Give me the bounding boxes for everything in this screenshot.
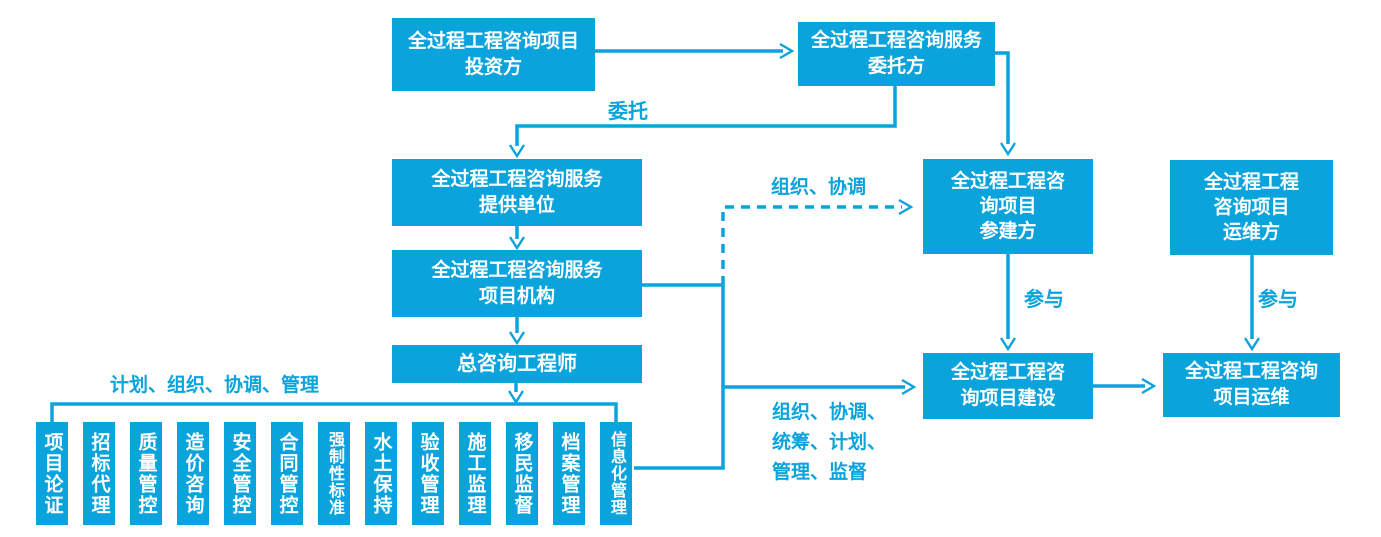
box-project-investor: 全过程工程咨询项目 投资方 xyxy=(392,18,595,91)
task-box: 移民监督 xyxy=(506,422,538,525)
task-box: 质量管控 xyxy=(130,422,162,525)
label-participate-right: 参与 xyxy=(1258,289,1298,311)
box-project-participants: 全过程工程咨 询项目 参建方 xyxy=(923,159,1093,254)
label-participate-left: 参与 xyxy=(1024,289,1064,311)
task-box: 招标代理 xyxy=(83,422,115,525)
arrowhead-provider-to-agency xyxy=(508,236,526,251)
dashed-arrow-to-participants xyxy=(721,205,902,285)
arrowhead-chief-to-bracket xyxy=(507,390,525,405)
task-box: 合同管控 xyxy=(271,422,303,525)
box-service-provider: 全过程工程咨询服务 提供单位 xyxy=(392,159,642,226)
arrowhead-maintainer-to-operation xyxy=(1243,337,1261,352)
arrowhead-client-to-provider xyxy=(508,144,526,159)
task-box: 造价咨询 xyxy=(177,422,209,525)
task-box: 强制性标准 xyxy=(318,422,350,525)
box-chief-consulting-engineer: 总咨询工程师 xyxy=(392,345,642,383)
task-box: 水土保持 xyxy=(365,422,397,525)
task-box: 验收管理 xyxy=(412,422,444,525)
label-entrust: 委托 xyxy=(608,101,648,123)
arrowhead-dashed-to-participants xyxy=(898,198,914,216)
box-project-agency: 全过程工程咨询服务 项目机构 xyxy=(392,250,642,317)
task-box: 安全管控 xyxy=(224,422,256,525)
label-organize-six-duties: 组织、协调、 统筹、计划、 管理、监督 xyxy=(772,402,887,483)
box-project-construction: 全过程工程咨 询项目建设 xyxy=(923,353,1093,419)
arrowhead-junction-to-construction xyxy=(901,378,917,396)
box-project-operation: 全过程工程咨询 项目运维 xyxy=(1163,353,1340,417)
line-agency-tasks-junction xyxy=(634,283,725,470)
task-box: 项目论证 xyxy=(36,422,68,525)
task-box: 档案管理 xyxy=(553,422,585,525)
arrowhead-participants-to-construction xyxy=(999,337,1017,352)
box-service-client: 全过程工程咨询服务 委托方 xyxy=(798,22,995,86)
line-client-to-provider xyxy=(515,86,897,146)
arrowhead-agency-to-chief xyxy=(508,331,526,346)
arrowhead-investor-to-client xyxy=(779,42,795,60)
task-box: 施工监理 xyxy=(459,422,491,525)
task-box: 信息化管理 xyxy=(600,422,632,525)
arrowhead-construction-to-operation xyxy=(1141,377,1157,395)
box-project-maintainer: 全过程工程 咨询项目 运维方 xyxy=(1170,160,1333,255)
label-organize-coordinate: 组织、协调 xyxy=(771,177,867,198)
bracket-task-row xyxy=(50,402,618,422)
label-plan-organize-coordinate-manage: 计划、组织、协调、管理 xyxy=(110,375,320,396)
line-client-to-participants xyxy=(993,51,1010,144)
arrowhead-client-to-participants xyxy=(999,142,1017,157)
